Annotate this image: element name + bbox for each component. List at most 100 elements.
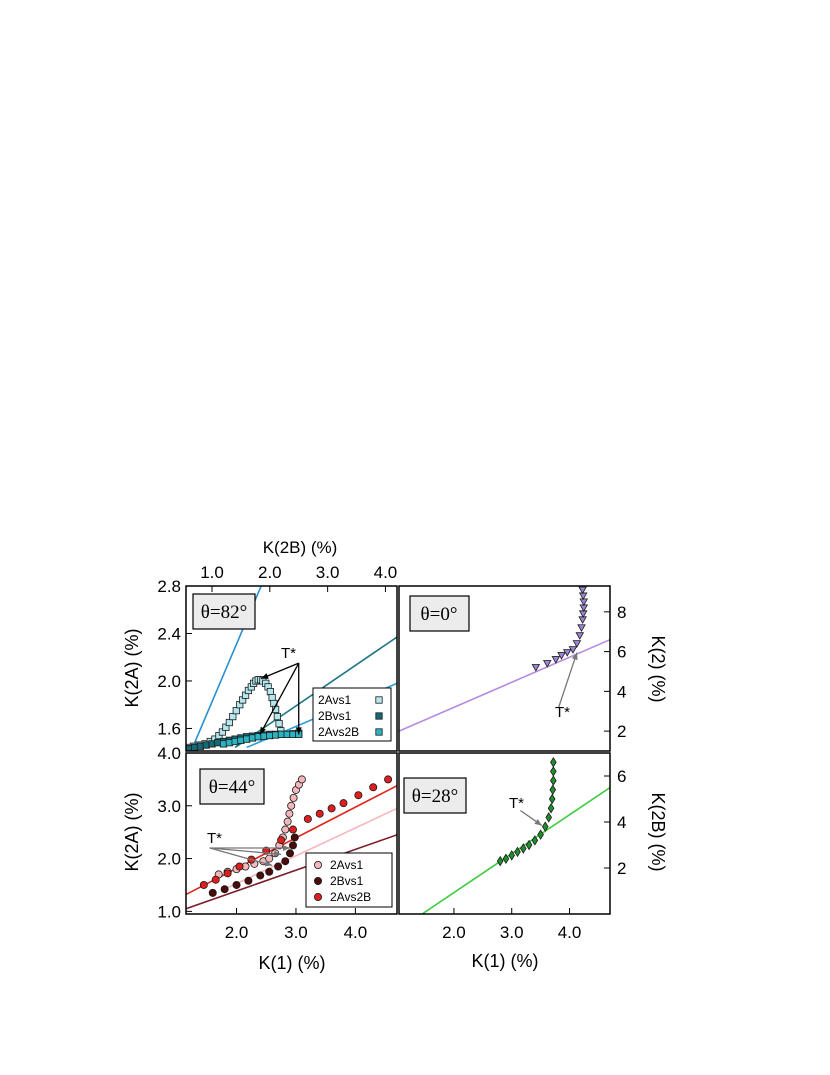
data-point (578, 616, 587, 625)
fit-line (224, 807, 397, 890)
data-point (520, 843, 527, 854)
data-point (286, 849, 295, 858)
data-point (232, 707, 240, 715)
data-point (244, 876, 253, 885)
y-tick-label: 2.4 (157, 624, 181, 643)
data-points (199, 775, 393, 897)
data-point (297, 775, 306, 784)
data-point (550, 766, 557, 777)
arrow-head (261, 673, 269, 679)
y-tick-label: 6 (617, 767, 626, 786)
y-axis-label: K(2) (%) (648, 636, 668, 703)
data-point (531, 664, 541, 672)
y-tick-labels: 246 (604, 767, 626, 878)
y-tick-label: 2 (617, 722, 626, 741)
panel-label: θ=44° (209, 777, 255, 798)
y-tick-label: 3.0 (157, 797, 181, 816)
data-point (327, 804, 336, 813)
legend-label: 2Avs1 (330, 858, 363, 872)
data-point (277, 836, 286, 845)
y-tick-labels: 1.0 2.0 3.0 4.0 (157, 744, 192, 921)
data-point (273, 712, 281, 721)
data-point (508, 850, 515, 861)
panel-label-box: θ=82° (192, 593, 256, 630)
data-point (541, 821, 549, 832)
data-point (281, 857, 290, 866)
legend-marker (313, 861, 322, 870)
data-point (268, 693, 276, 702)
y-tick-label: 4.0 (157, 744, 181, 763)
x-tick-label: 3.0 (316, 563, 340, 582)
x-axis-label: K(1) (%) (472, 951, 539, 971)
x-tick-label: 2.0 (442, 923, 466, 942)
x-tick-label: 4.0 (344, 923, 368, 942)
data-point (548, 793, 556, 805)
plot-frame (398, 585, 611, 752)
legend-marker (313, 877, 322, 886)
y-tick-label: 2.0 (157, 850, 181, 869)
data-point (369, 783, 378, 792)
panel-label: θ=82° (201, 602, 247, 623)
x-axis-label: K(1) (%) (259, 953, 326, 973)
data-point (290, 833, 299, 842)
legend-marker (375, 728, 383, 736)
data-point (384, 775, 393, 784)
y-tick-label: 2.0 (157, 672, 181, 691)
data-point (225, 718, 233, 727)
y-tick-label: 1.0 (157, 902, 181, 921)
data-point (235, 862, 244, 871)
data-point (289, 793, 298, 802)
data-point (285, 809, 294, 818)
fit-line (186, 834, 397, 910)
tstar-annotation: T* (207, 830, 222, 847)
tstar-annotation: T* (555, 704, 570, 721)
data-point (315, 809, 324, 818)
data-point (199, 880, 208, 889)
arrow-head (283, 845, 291, 852)
y-tick-label: 2 (617, 859, 626, 878)
data-point (496, 855, 504, 867)
x-tick-label: 1.0 (200, 563, 224, 582)
data-point (287, 801, 296, 810)
y-tick-labels: 1.62.02.42.8 (157, 577, 192, 738)
tstar-arrows (209, 845, 291, 867)
data-point (572, 640, 582, 648)
data-point (525, 839, 533, 851)
data-point (223, 869, 232, 878)
data-point (229, 712, 237, 721)
arrow-head (534, 818, 542, 826)
y-tick-label: 8 (617, 603, 626, 622)
panel-label-box: θ=44° (199, 768, 265, 805)
legend-label: 2Bvs1 (330, 874, 364, 888)
data-point (578, 592, 588, 601)
arrow-head (273, 850, 282, 857)
data-point (537, 829, 544, 840)
tstar-annotation: T* (281, 645, 296, 662)
data-point (502, 853, 510, 865)
data-point (578, 586, 587, 595)
data-point (550, 775, 557, 786)
plot-frame (185, 752, 398, 915)
legend-marker (375, 712, 383, 720)
x-tick-label: 2.0 (258, 563, 282, 582)
panel-label: θ=28° (412, 786, 458, 807)
data-point (550, 756, 557, 768)
data-point (549, 784, 557, 796)
data-point (288, 825, 297, 834)
data-point (274, 862, 283, 871)
data-point (208, 888, 217, 897)
data-point (562, 649, 572, 657)
data-point (275, 720, 283, 728)
legend-marker (313, 893, 322, 902)
legend-label: 2Avs1 (318, 693, 351, 707)
x-tick-label: 4.0 (558, 923, 582, 942)
tstar-arrows (520, 809, 543, 826)
panel-label-box: θ=28° (403, 777, 467, 814)
annotation-arrow (209, 847, 282, 855)
